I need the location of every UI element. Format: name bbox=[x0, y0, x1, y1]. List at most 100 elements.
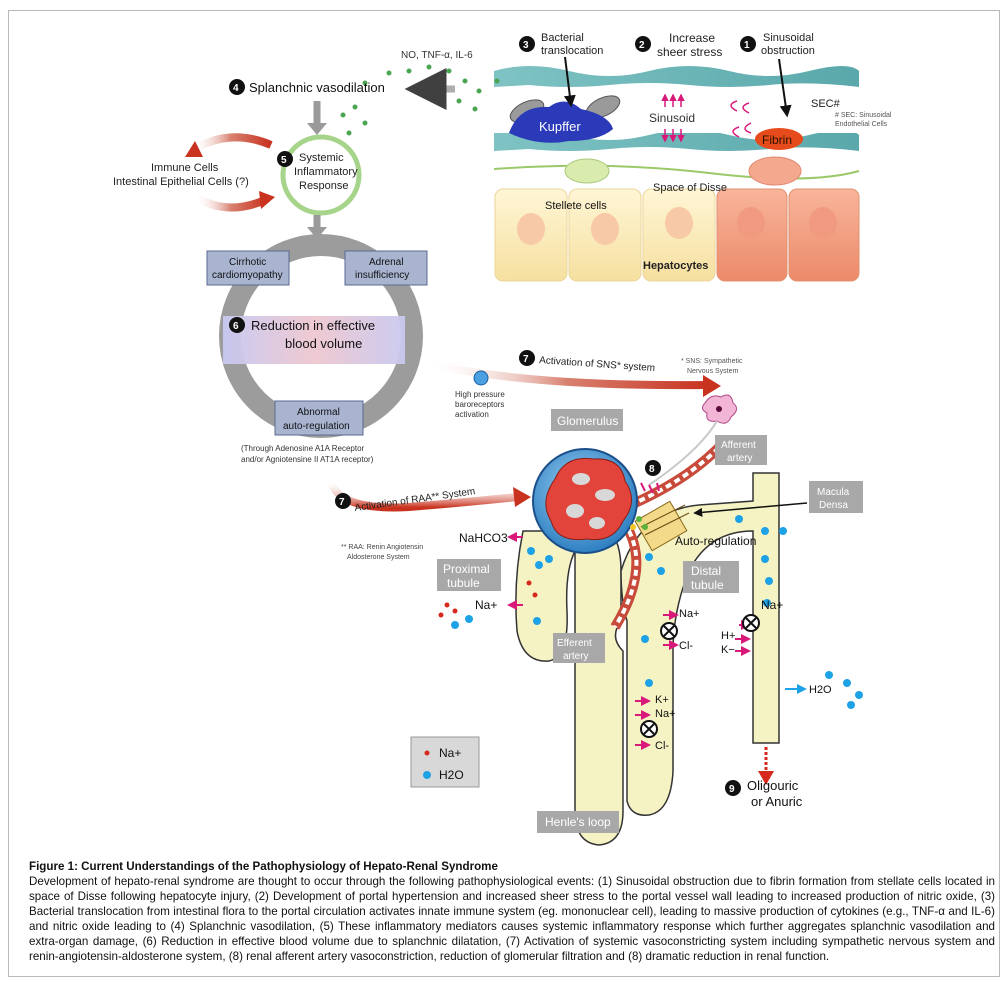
henle-label: Henle's loop bbox=[545, 815, 611, 829]
sheer-stress-arrows bbox=[661, 93, 685, 143]
step-number: 6 bbox=[233, 321, 239, 332]
splanchnic-label: Splanchnic vasodilation bbox=[249, 80, 385, 95]
reduction-1: Reduction in effective bbox=[251, 318, 375, 333]
macula-dot bbox=[636, 516, 642, 522]
systemic-1: Systemic bbox=[299, 152, 344, 164]
nerve-nucleus bbox=[716, 406, 722, 412]
step-number: 3 bbox=[523, 40, 529, 51]
macula-1: Macula bbox=[817, 487, 850, 498]
baro-3: activation bbox=[455, 410, 489, 419]
cd-na: Na+ bbox=[761, 598, 783, 612]
proximal-label-box bbox=[437, 559, 501, 591]
oliguric-1: Oligouric bbox=[747, 778, 799, 793]
cirrhotic-1: Cirrhotic bbox=[229, 257, 266, 268]
figure-caption: Figure 1: Current Understandings of the … bbox=[29, 859, 995, 964]
vasoconstriction-marks bbox=[640, 482, 660, 494]
adrenal-1: Adrenal bbox=[369, 257, 403, 268]
raa-note-2: Aldosterone System bbox=[347, 554, 410, 561]
efferent-label-box bbox=[553, 633, 605, 663]
henle-label-box bbox=[537, 811, 619, 833]
sinusoidal-1: Sinusoidal bbox=[763, 32, 814, 44]
no-tnf-label: NO, TNF-α, IL-6 bbox=[401, 50, 473, 61]
cd-h: H+ bbox=[721, 630, 735, 642]
distal-cl: Cl- bbox=[679, 640, 693, 652]
distal-dots bbox=[641, 515, 863, 709]
step-badge-1 bbox=[740, 36, 756, 52]
cd-transporter-x bbox=[745, 617, 757, 629]
sec-note-2: Endothelial Cells bbox=[835, 121, 888, 128]
step-number: 2 bbox=[639, 40, 645, 51]
adenosine-1: (Through Adenosine A1A Receptor bbox=[241, 444, 365, 453]
efferent-stripes bbox=[613, 530, 639, 629]
macula-2: Densa bbox=[819, 500, 848, 511]
distal-label-box bbox=[683, 561, 739, 593]
space-of-disse-line bbox=[493, 164, 860, 180]
step-number: 7 bbox=[339, 497, 345, 508]
afferent-label-box bbox=[715, 435, 767, 465]
immune-1: Immune Cells bbox=[151, 162, 219, 174]
afferent-2: artery bbox=[727, 453, 753, 464]
sec-note-1: # SEC: Sinusoidal bbox=[835, 112, 892, 119]
systemic-circle bbox=[280, 134, 362, 216]
adrenal-2: insufficiency bbox=[355, 270, 409, 281]
legend-h2o: H2O bbox=[439, 768, 464, 782]
bacterial-arrow bbox=[563, 56, 576, 108]
bacterial-2: translocation bbox=[541, 45, 603, 57]
cd-k: K− bbox=[721, 644, 735, 656]
cirrhotic-2: cardiomyopathy bbox=[212, 270, 283, 281]
ion-legend bbox=[410, 736, 480, 788]
cd-h2o: H2O bbox=[809, 684, 832, 696]
macula-dot bbox=[630, 524, 636, 530]
fibrin-label: Fibrin bbox=[762, 133, 792, 147]
afferent-1: Afferent bbox=[721, 440, 756, 451]
cirrhotic-box bbox=[206, 250, 290, 286]
adenosine-2: and/or Agniotensine II AT1A receptor) bbox=[241, 455, 374, 464]
loop-k: K+ bbox=[655, 694, 669, 706]
stellate-cell bbox=[564, 158, 610, 184]
legend-na: Na+ bbox=[439, 746, 461, 760]
step-number: 9 bbox=[729, 784, 735, 795]
loop-transporter-x bbox=[643, 723, 655, 735]
stellate-cell-orange bbox=[748, 156, 802, 186]
abnormal-2: auto-regulation bbox=[283, 421, 350, 432]
immune-arrow-down bbox=[192, 193, 269, 212]
space-of-disse-label: Space of Disse bbox=[653, 182, 727, 194]
sinusoid-wall-top bbox=[494, 66, 859, 87]
step-badge-8 bbox=[645, 460, 661, 476]
hepatorenal-diagram: Kupffer Sinusoid Fibrin SEC# # SEC: Sinu… bbox=[113, 31, 892, 846]
raa-arrow-head bbox=[513, 487, 531, 507]
macula-lines bbox=[640, 504, 690, 536]
systemic-3: Response bbox=[299, 180, 349, 192]
step-badge-7b bbox=[335, 493, 351, 509]
liver-panel: Kupffer Sinusoid Fibrin SEC# # SEC: Sinu… bbox=[493, 31, 892, 282]
glomerulus-capillary bbox=[566, 504, 584, 518]
abnormal-box bbox=[274, 400, 364, 436]
collecting-outlet-head bbox=[758, 771, 774, 785]
step-badge-9 bbox=[725, 780, 741, 796]
step-number: 5 bbox=[281, 155, 287, 166]
immune-arrow-up-head bbox=[185, 141, 203, 157]
nahco3-label: NaHCO3 bbox=[459, 531, 508, 545]
nerve-axon bbox=[648, 420, 718, 486]
raa-note-1: ** RAA: Renin Angiotensin bbox=[341, 544, 423, 551]
loop-cl: Cl- bbox=[655, 740, 669, 752]
bacterial-1: Bacterial bbox=[541, 32, 584, 44]
baro-2: baroreceptors bbox=[455, 400, 504, 409]
increase-1: Increase bbox=[669, 31, 715, 45]
glomerulus-capillary bbox=[589, 517, 605, 529]
kupffer-label: Kupffer bbox=[539, 119, 581, 134]
baroreceptor bbox=[473, 370, 489, 386]
sinusoid-label: Sinusoid bbox=[649, 111, 695, 125]
glomerulus-capillary bbox=[572, 473, 590, 485]
immune-2: Intestinal Epithelial Cells (?) bbox=[113, 176, 249, 188]
step-number: 1 bbox=[744, 40, 750, 51]
immune-arrow-down-head bbox=[259, 191, 275, 209]
fibrin-swirls bbox=[730, 100, 752, 138]
step-number: 4 bbox=[233, 83, 239, 94]
figure-frame: Kupffer Sinusoid Fibrin SEC# # SEC: Sinu… bbox=[8, 10, 1000, 977]
glomerulus-label-box bbox=[551, 409, 623, 431]
sns-arrow-head bbox=[703, 375, 721, 397]
sns-note-2: Nervous System bbox=[687, 368, 739, 375]
macula-dot bbox=[642, 524, 648, 530]
step-number: 7 bbox=[523, 354, 529, 365]
